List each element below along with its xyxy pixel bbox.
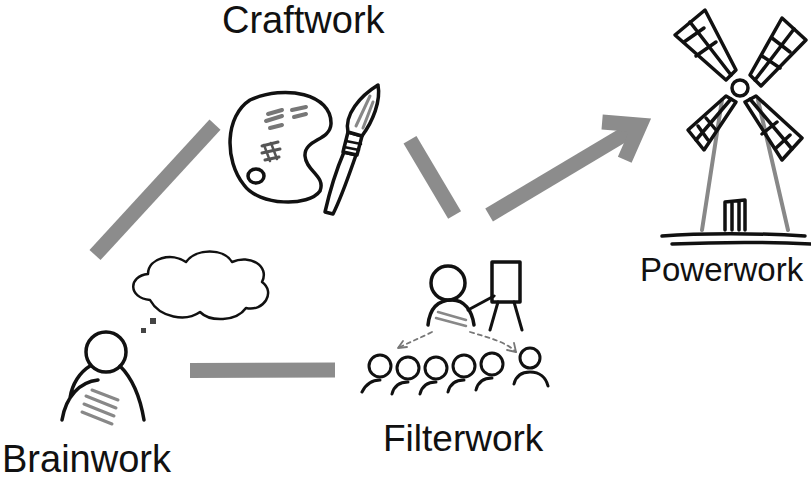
concept-node: Powerwork [640, 0, 811, 305]
connector-line [190, 363, 335, 378]
connector [95, 125, 215, 255]
windmill-icon [662, 10, 811, 244]
connector-line [95, 125, 215, 255]
brush-icon [325, 85, 379, 214]
concept-node: Brainwork [0, 255, 190, 486]
connector [489, 122, 640, 215]
connector [410, 140, 455, 215]
concept-label: Filterwork [383, 419, 543, 460]
connector-line [489, 128, 635, 215]
palette-icon [230, 92, 331, 202]
concept-label: Powerwork [640, 252, 803, 288]
connector-line [410, 140, 455, 215]
concept-node: Filterwork [335, 215, 565, 480]
concept-label: Craftwork [222, 0, 385, 42]
workshop-icon [362, 262, 548, 394]
thinker-icon [62, 252, 268, 425]
concept-label: Brainwork [2, 439, 171, 481]
concept-node: Craftwork [215, 0, 410, 215]
connector [190, 370, 335, 371]
arrow-head [602, 122, 640, 160]
